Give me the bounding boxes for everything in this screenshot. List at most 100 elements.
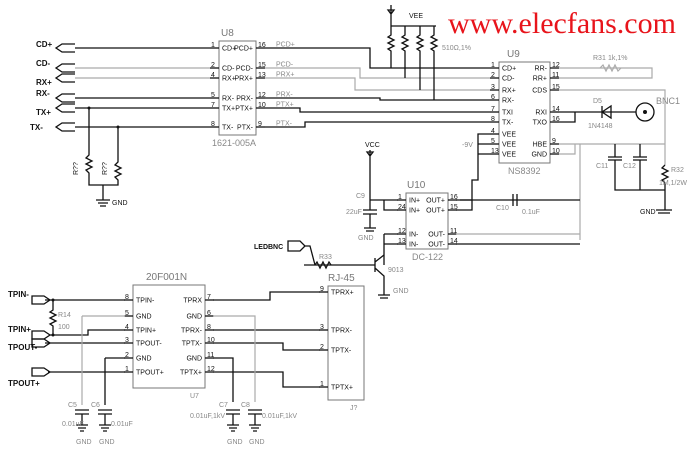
rj45-ref: J? xyxy=(350,405,358,412)
pin-number: 15 xyxy=(552,84,560,91)
pin-label: CDS xyxy=(532,88,547,95)
port-label: TX- xyxy=(30,123,43,132)
ledbnc-port[interactable] xyxy=(287,240,316,266)
cap-value: 0.01uF,1kV xyxy=(190,413,225,420)
wire xyxy=(363,150,580,265)
pin-number: 1 xyxy=(398,194,402,201)
pin-number: 4 xyxy=(125,324,129,331)
pin-label: TX+ xyxy=(222,106,235,113)
pin-number: 11 xyxy=(450,228,457,235)
pin-label: CD+ xyxy=(502,66,516,73)
resistor-ref: R14 xyxy=(58,312,71,319)
cap-ref: C6 xyxy=(91,402,100,409)
port-label: RX- xyxy=(36,89,50,98)
u8-ref: U8 xyxy=(221,28,234,39)
pin-label: VEE xyxy=(502,142,516,149)
pin-number: 9 xyxy=(552,138,556,145)
resistor-value: 100 xyxy=(58,324,70,331)
pin-label: PRX- xyxy=(236,96,253,103)
port-connector[interactable] xyxy=(54,122,75,132)
gnd-label: GND xyxy=(640,209,656,216)
pin-label: PCD- xyxy=(236,66,254,73)
pin-label: TPIN+ xyxy=(136,328,156,335)
pin-number: 16 xyxy=(552,116,560,123)
wire xyxy=(45,291,320,405)
port-connector[interactable] xyxy=(31,295,52,305)
pin-number: 3 xyxy=(491,84,495,91)
rj45-body xyxy=(327,285,365,401)
pin-label: IN- xyxy=(409,232,419,239)
pin-number: 13 xyxy=(491,148,499,155)
c10-capacitor xyxy=(512,194,518,206)
net-label: PCD- xyxy=(276,62,294,69)
resistor-value: 1M,1/2W xyxy=(659,180,687,187)
port-connector[interactable] xyxy=(31,367,52,377)
pin-label: GND xyxy=(136,356,152,363)
pin-number: 9 xyxy=(320,286,324,293)
u9-part: NS8392 xyxy=(508,166,541,176)
port-label: CD+ xyxy=(36,40,53,49)
resistor-ref: R31 xyxy=(593,55,606,62)
u8-termination-resistors xyxy=(84,108,123,207)
port-connector[interactable] xyxy=(54,43,75,53)
pin-number: 4 xyxy=(211,72,215,79)
port-label: RX+ xyxy=(36,78,52,87)
pin-label: IN+ xyxy=(409,208,420,215)
pin-number: 8 xyxy=(207,324,211,331)
pin-label: VEE xyxy=(502,132,516,139)
transistor-part: 9013 xyxy=(388,267,404,274)
pin-label: OUT- xyxy=(428,242,445,249)
transistor xyxy=(304,254,390,299)
wire xyxy=(75,47,210,128)
pin-number: 2 xyxy=(491,72,495,79)
pin-label: PTX+ xyxy=(235,106,253,113)
pin-label: OUT+ xyxy=(426,198,445,205)
left-ports: CD+CD-RX+RX-TX+TX- xyxy=(30,40,75,132)
cap-ref: C12 xyxy=(623,163,636,170)
pin-number: 8 xyxy=(125,294,129,301)
pin-label: PTX- xyxy=(237,125,254,132)
pin-label: IN- xyxy=(409,242,419,249)
port-connector[interactable] xyxy=(31,338,52,348)
capacitor xyxy=(75,409,89,432)
bnc-connector[interactable] xyxy=(635,102,655,122)
port-label: TPIN+ xyxy=(8,325,31,334)
diode-part: 1N4148 xyxy=(588,123,613,130)
net-label: PTX- xyxy=(276,121,293,128)
wire xyxy=(265,67,490,91)
pin-label: PCD+ xyxy=(234,46,253,53)
port-connector[interactable] xyxy=(54,103,75,113)
pin-label: RX+ xyxy=(222,76,236,83)
port-connector[interactable] xyxy=(54,93,75,103)
pin-label: TX- xyxy=(222,125,234,132)
filter-caps xyxy=(608,144,672,214)
pin-label: GND xyxy=(531,152,547,159)
wire xyxy=(559,67,666,240)
pin-label: TX- xyxy=(502,120,514,127)
wire xyxy=(265,47,490,128)
gnd-label: GND xyxy=(99,439,115,446)
port-label: TPOUT- xyxy=(8,343,38,352)
port-label: TX+ xyxy=(36,108,51,117)
pin-label: GND xyxy=(186,356,202,363)
pin-number: 15 xyxy=(258,62,266,69)
net-label: PRX+ xyxy=(276,72,294,79)
u9-ref: U9 xyxy=(507,49,520,60)
port-connector[interactable] xyxy=(54,73,75,83)
u8-body xyxy=(218,40,257,136)
pin-label: RR+ xyxy=(533,76,547,83)
pin-label: TPTX+ xyxy=(180,370,202,377)
pin-number: 24 xyxy=(398,204,406,211)
port-connector[interactable] xyxy=(54,63,75,73)
pin-label: VEE xyxy=(502,152,516,159)
pin-number: 7 xyxy=(207,294,211,301)
pin-label: CD- xyxy=(502,76,515,83)
u10-ref: U10 xyxy=(407,180,426,191)
pin-number: 4 xyxy=(491,128,495,135)
port-connector[interactable] xyxy=(31,330,52,340)
